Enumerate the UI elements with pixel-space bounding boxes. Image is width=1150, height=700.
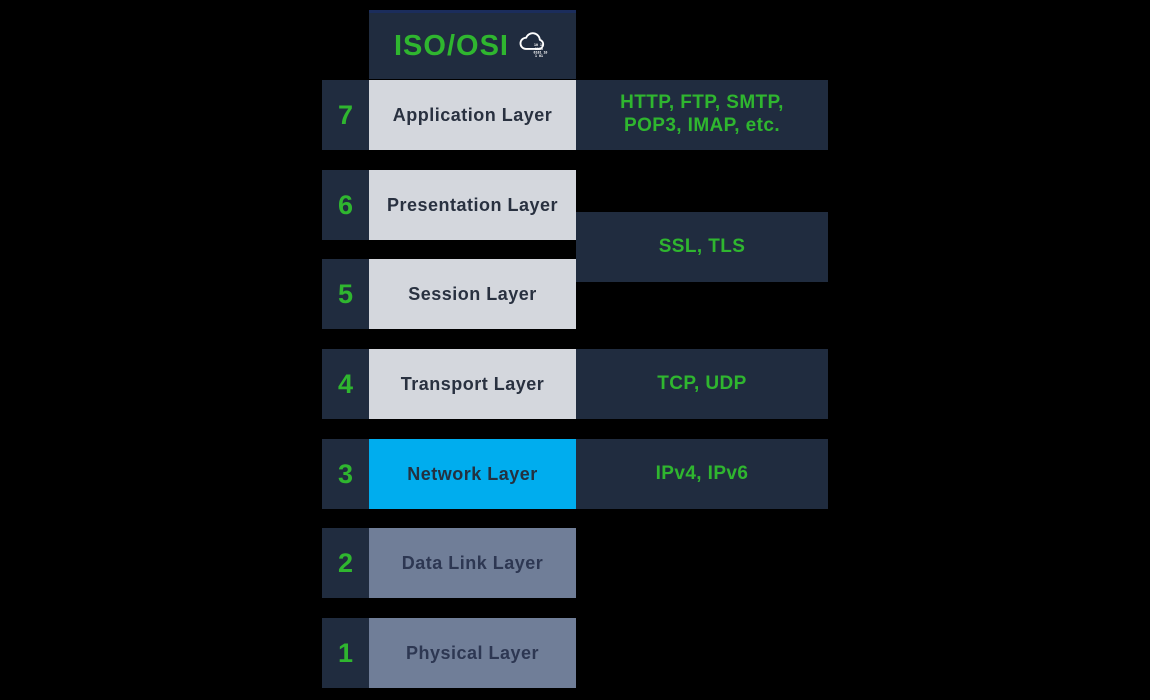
protocol-label: HTTP, FTP, SMTP, POP3, IMAP, etc. bbox=[620, 92, 784, 136]
cloud-binary-icon: 10 10 1110 0101 10 1 01 bbox=[519, 31, 548, 58]
layer-row-network: 3 Network Layer bbox=[322, 439, 576, 509]
layer-number: 6 bbox=[322, 170, 369, 240]
protocol-box-network: IPv4, IPv6 bbox=[576, 439, 828, 509]
binary-digits-line: 1110 bbox=[535, 46, 543, 50]
layer-name: Session Layer bbox=[369, 259, 576, 329]
binary-digits-line: 10 10 bbox=[534, 43, 544, 47]
diagram-title: ISO/OSI bbox=[394, 29, 509, 62]
layer-number: 3 bbox=[322, 439, 369, 509]
protocol-box-transport: TCP, UDP bbox=[576, 349, 828, 419]
layer-row-application: 7 Application Layer bbox=[322, 80, 576, 150]
layer-name: Data Link Layer bbox=[369, 528, 576, 598]
layer-row-session: 5 Session Layer bbox=[322, 259, 576, 329]
protocol-label: IPv4, IPv6 bbox=[655, 462, 749, 484]
layer-number: 7 bbox=[322, 80, 369, 150]
layer-name: Application Layer bbox=[369, 80, 576, 150]
layer-number: 5 bbox=[322, 259, 369, 329]
layer-number: 1 bbox=[322, 618, 369, 688]
protocol-label: TCP, UDP bbox=[657, 372, 747, 394]
protocol-box-ssl-tls: SSL, TLS bbox=[576, 212, 828, 282]
protocol-box-application: HTTP, FTP, SMTP, POP3, IMAP, etc. bbox=[576, 80, 828, 150]
protocol-label: SSL, TLS bbox=[658, 235, 746, 257]
layer-number: 4 bbox=[322, 349, 369, 419]
layer-row-presentation: 6 Presentation Layer bbox=[322, 170, 576, 240]
layer-number: 2 bbox=[322, 528, 369, 598]
layer-name: Network Layer bbox=[369, 439, 576, 509]
layer-name: Physical Layer bbox=[369, 618, 576, 688]
diagram-header: ISO/OSI 10 10 1110 0101 10 1 01 bbox=[369, 10, 576, 79]
layer-row-transport: 4 Transport Layer bbox=[322, 349, 576, 419]
layer-row-data-link: 2 Data Link Layer bbox=[322, 528, 576, 598]
layer-name: Transport Layer bbox=[369, 349, 576, 419]
layer-name: Presentation Layer bbox=[369, 170, 576, 240]
binary-digits-line: 0101 10 bbox=[534, 50, 548, 54]
binary-digits-line: 1 01 bbox=[535, 54, 543, 58]
layer-row-physical: 1 Physical Layer bbox=[322, 618, 576, 688]
